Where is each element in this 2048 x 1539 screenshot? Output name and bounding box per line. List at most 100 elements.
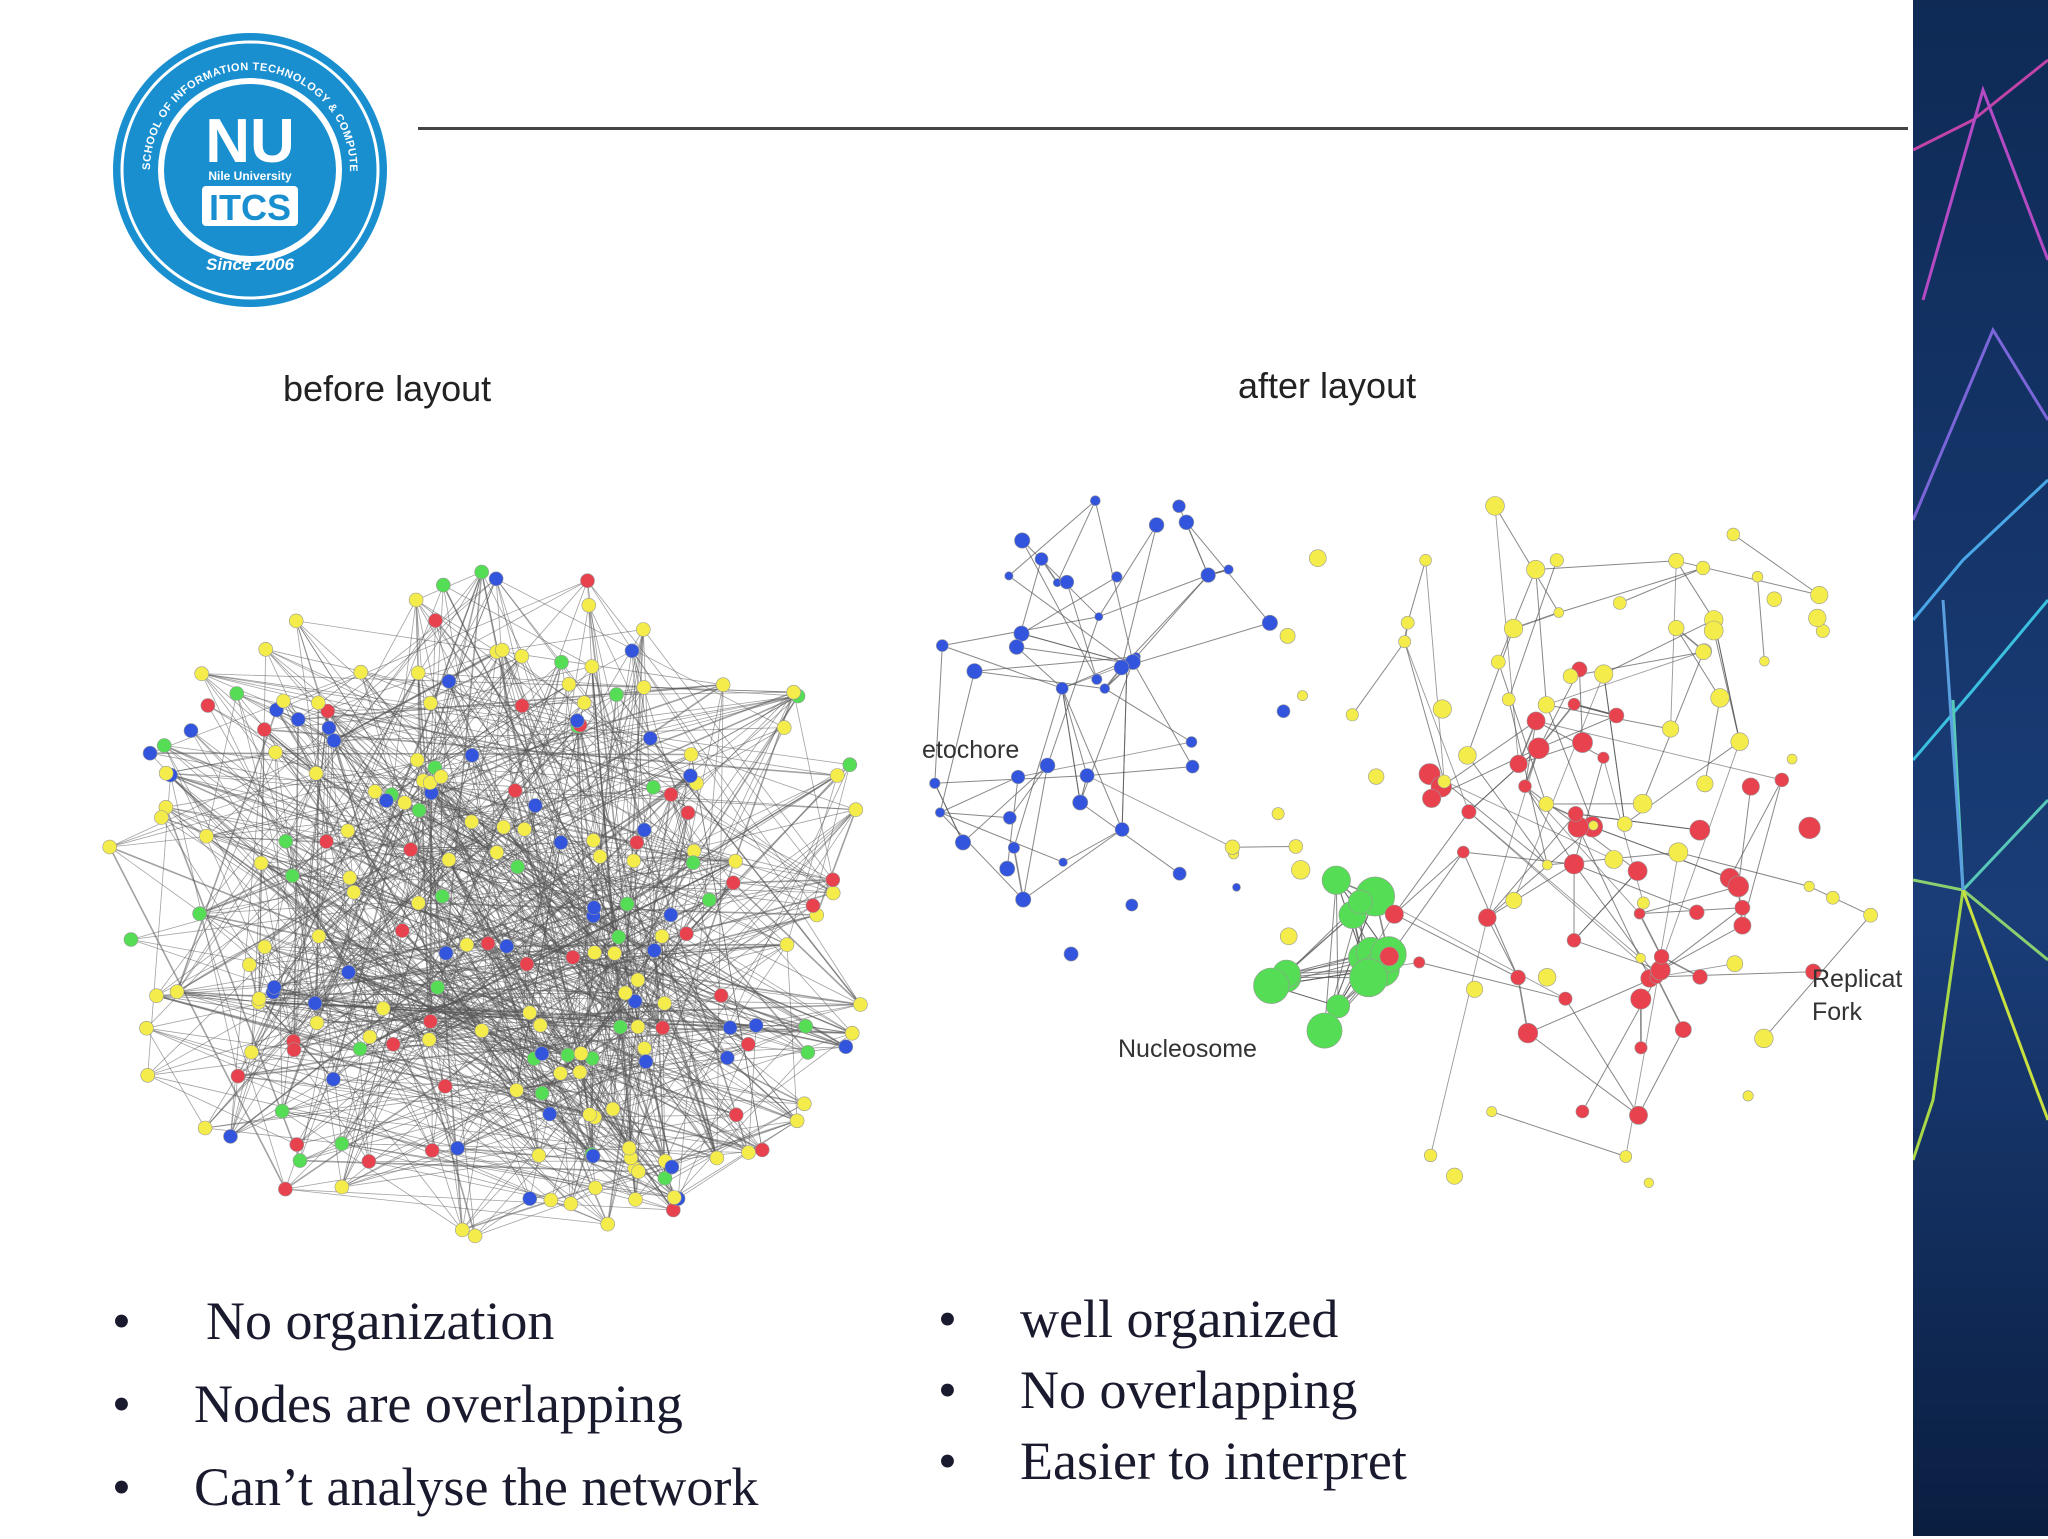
network-node [577, 696, 591, 710]
network-node [157, 739, 171, 753]
network-edge [1394, 812, 1469, 914]
network-edge [1122, 623, 1270, 668]
logo-since: Since 2006 [206, 255, 294, 274]
network-node [523, 1192, 537, 1206]
network-before-layout [95, 555, 885, 1250]
network-edge [1022, 541, 1097, 680]
nucleosome-cluster-label: Nucleosome [1118, 1035, 1257, 1064]
network-edge [1758, 577, 1765, 662]
bullet-marker: • [938, 1430, 957, 1492]
network-node [438, 1079, 452, 1093]
network-node [1620, 1151, 1632, 1163]
bullet-text: No organization [206, 1290, 554, 1352]
network-node [515, 699, 529, 713]
network-node [658, 996, 672, 1010]
network-node [853, 998, 867, 1012]
network-node [1631, 989, 1651, 1009]
network-node [1280, 628, 1295, 643]
network-node [341, 824, 355, 838]
network-edge [1105, 689, 1192, 742]
network-node [1728, 876, 1749, 897]
network-edge [285, 1189, 607, 1224]
network-node [475, 1024, 489, 1038]
network-node [631, 973, 645, 987]
network-node [1414, 957, 1425, 968]
network-node [489, 572, 503, 586]
network-node [1864, 908, 1878, 922]
network-node [1346, 709, 1358, 721]
network-node [1550, 554, 1563, 567]
network-node [1527, 712, 1545, 730]
network-node [252, 992, 266, 1006]
network-edge [1582, 970, 1660, 1111]
network-edge [177, 863, 261, 992]
network-edge [1062, 688, 1087, 775]
network-edge [1080, 803, 1179, 874]
network-node [254, 856, 268, 870]
network-node [585, 660, 599, 674]
network-edge [1495, 506, 1559, 613]
network-node [1179, 515, 1194, 530]
network-node [574, 1047, 588, 1061]
network-node [259, 642, 273, 656]
network-node [1511, 970, 1526, 985]
network-node [231, 1069, 245, 1083]
network-node [532, 1148, 546, 1162]
network-node [1126, 899, 1138, 911]
network-node [309, 766, 323, 780]
network-node [681, 806, 695, 820]
network-node [1090, 496, 1100, 506]
network-node [1073, 795, 1088, 810]
network-node [1567, 933, 1581, 947]
network-node [625, 644, 639, 658]
network-node [442, 674, 456, 688]
network-node [1760, 656, 1770, 666]
network-node [1502, 693, 1515, 706]
network-node [839, 1040, 853, 1054]
network-node [742, 1146, 756, 1160]
network-node [561, 1048, 575, 1062]
network-edge [1087, 767, 1192, 776]
network-node [1617, 817, 1632, 832]
network-node [710, 1151, 724, 1165]
network-node [1704, 621, 1723, 640]
network-node [481, 936, 495, 950]
network-node [422, 1033, 436, 1047]
network-node [1060, 575, 1074, 589]
network-node [622, 1141, 636, 1155]
network-node [1016, 892, 1031, 907]
network-node [849, 803, 863, 817]
network-node [1811, 586, 1828, 603]
network-node [1605, 851, 1623, 869]
network-node [787, 685, 801, 699]
network-node [319, 835, 333, 849]
network-node [588, 1181, 602, 1195]
network-edge [1389, 852, 1463, 956]
network-node [327, 734, 341, 748]
network-node [343, 871, 357, 885]
network-node [1510, 755, 1528, 773]
network-node [311, 696, 325, 710]
network-node [777, 721, 791, 735]
network-node [1628, 861, 1647, 880]
bullet-marker: • [112, 1373, 131, 1435]
network-node [230, 687, 244, 701]
network-node [1690, 820, 1710, 840]
network-node [543, 1107, 557, 1121]
network-node [930, 778, 941, 789]
bullet-marker: • [112, 1456, 131, 1518]
network-node [647, 943, 661, 957]
network-edge [1733, 535, 1819, 596]
network-edge [1705, 698, 1720, 784]
network-edge [1057, 501, 1095, 583]
network-node [1438, 775, 1451, 788]
network-edge [975, 657, 1137, 671]
network-node [631, 1020, 645, 1034]
network-node [423, 1014, 437, 1028]
network-node [1225, 840, 1240, 855]
network-node [379, 794, 393, 808]
network-node [566, 950, 580, 964]
network-node [588, 946, 602, 960]
network-node [741, 1037, 755, 1051]
network-edge [733, 883, 860, 1005]
